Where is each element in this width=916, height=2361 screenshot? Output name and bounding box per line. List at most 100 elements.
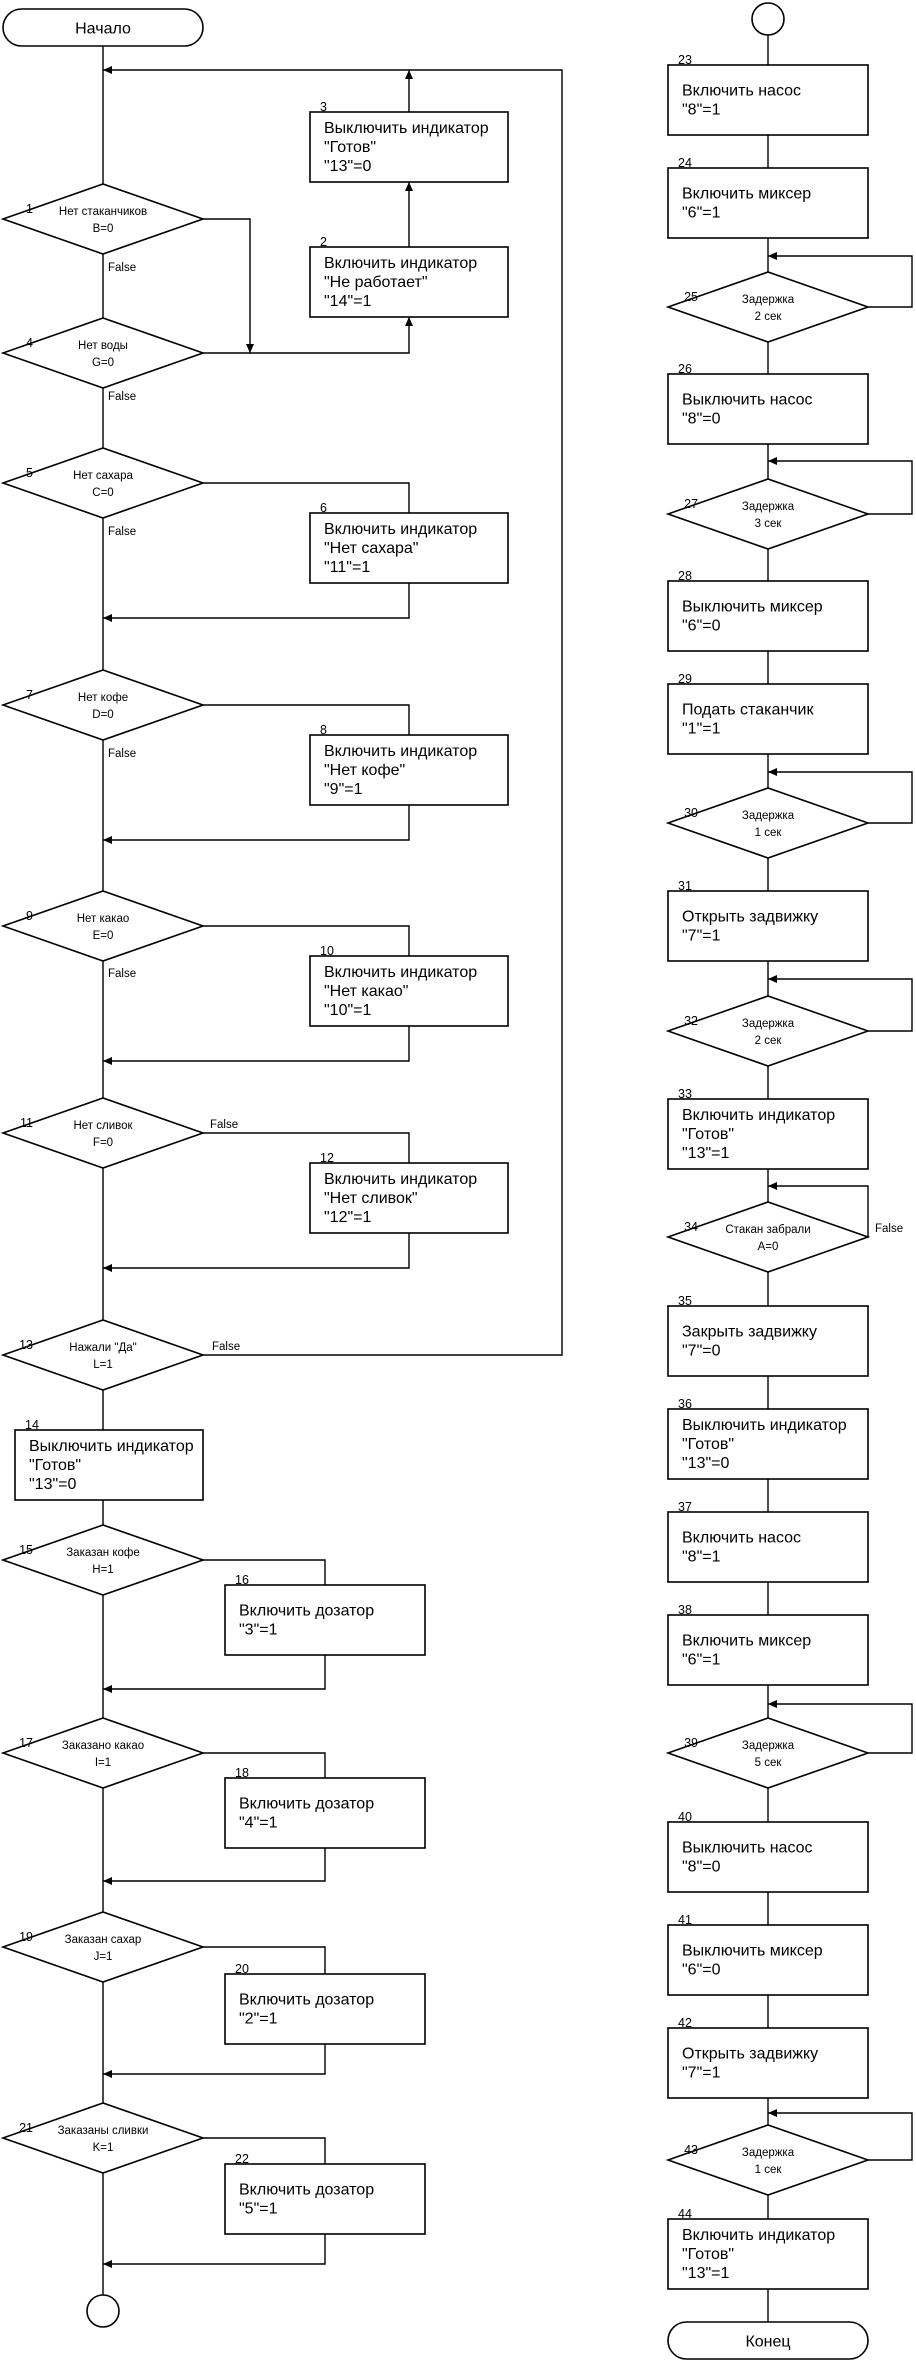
false-label-5: False <box>108 526 136 538</box>
terminal-end-label: Конец <box>745 2334 790 2351</box>
process-box-29 <box>667 683 869 755</box>
terminal-start-label: Начало <box>75 21 131 38</box>
node-number-9: 9 <box>26 909 33 923</box>
false-label-1: False <box>108 262 136 274</box>
node-36-text-line-2: "Готов" <box>682 1436 734 1453</box>
process-box-3 <box>309 111 509 183</box>
node-14-text-line-1: Выключить индикатор <box>29 1438 194 1455</box>
node-8-text-line-3: "9"=1 <box>324 781 363 798</box>
node-number-24: 24 <box>678 156 692 170</box>
node-number-7: 7 <box>26 688 33 702</box>
node-44-text-line-2: "Готов" <box>682 2246 734 2263</box>
node-number-16: 16 <box>235 1573 249 1587</box>
node-27-text-line-2: 3 сек <box>755 518 783 530</box>
process-box-40 <box>667 1821 869 1893</box>
node-35-text-line-1: Закрыть задвижку <box>682 1324 817 1341</box>
delay-loop-30 <box>768 768 913 824</box>
connector <box>203 1559 326 1585</box>
node-2-text-line-2: "Не работает" <box>324 274 428 291</box>
node-1-text-line-2: B=0 <box>93 223 114 235</box>
node-12-text-line-1: Включить индикатор <box>324 1171 477 1188</box>
decision-diamond-11 <box>0 1097 206 1169</box>
node-31-text-line-1: Открыть задвижку <box>682 909 818 926</box>
process-box-31 <box>667 890 869 962</box>
false-label-9: False <box>108 968 136 980</box>
process-box-2 <box>309 246 509 318</box>
connector <box>103 1026 410 1065</box>
retry-loop <box>103 66 563 1356</box>
node-23-text-line-2: "8"=1 <box>682 102 721 119</box>
node-16-text-line-2: "3"=1 <box>239 1622 278 1639</box>
node-12-text-line-3: "12"=1 <box>324 1209 372 1226</box>
node-26-text-line-2: "8"=0 <box>682 411 721 428</box>
node-40-text-line-1: Выключить насос <box>682 1840 813 1857</box>
delay-loop-27 <box>768 457 913 515</box>
process-box-16 <box>224 1584 426 1656</box>
connector <box>103 583 410 622</box>
node-19-text-line-2: J=1 <box>94 1951 113 1963</box>
process-box-41 <box>667 1924 869 1996</box>
process-box-12 <box>309 1162 509 1234</box>
node-number-10: 10 <box>320 944 334 958</box>
process-box-42 <box>667 2027 869 2099</box>
node-21-text-line-1: Заказаны сливки <box>58 2125 149 2137</box>
node-13-text-line-1: Нажали "Да" <box>69 1342 136 1354</box>
node-3-text-line-2: "Готов" <box>324 139 376 156</box>
node-18-text-line-2: "4"=1 <box>239 1815 278 1832</box>
node-number-42: 42 <box>678 2016 692 2030</box>
node-number-14: 14 <box>25 1418 39 1432</box>
connector <box>203 2137 326 2164</box>
connector <box>203 925 410 956</box>
node-number-29: 29 <box>678 672 692 686</box>
node-4-text-line-1: Нет воды <box>78 340 128 352</box>
node-number-22: 22 <box>235 2152 249 2166</box>
decision-diamond-1 <box>0 183 206 255</box>
node-11-text-line-1: Нет сливок <box>73 1120 133 1132</box>
node-4-text-line-2: G=0 <box>92 357 114 369</box>
node-number-18: 18 <box>235 1766 249 1780</box>
node-number-12: 12 <box>320 1151 334 1165</box>
decision-diamond-9 <box>0 890 206 962</box>
node-number-28: 28 <box>678 569 692 583</box>
node-28-text-line-2: "6"=0 <box>682 618 721 635</box>
node-35-text-line-2: "7"=0 <box>682 1343 721 1360</box>
delay-loop-39 <box>768 1700 913 1754</box>
node-39-text-line-2: 5 сек <box>755 1757 783 1769</box>
node-32-text-line-1: Задержка <box>742 1018 795 1030</box>
node-42-text-line-1: Открыть задвижку <box>682 2046 818 2063</box>
node-5-text-line-2: C=0 <box>92 487 113 499</box>
page-connector-top <box>751 2 785 36</box>
node-6-text-line-3: "11"=1 <box>324 559 370 576</box>
node-29-text-line-2: "1"=1 <box>682 721 721 738</box>
node-number-3: 3 <box>320 100 327 114</box>
node-34-text-line-2: A=0 <box>758 1241 779 1253</box>
process-box-18 <box>224 1777 426 1849</box>
process-box-37 <box>667 1511 869 1583</box>
node-21-text-line-2: K=1 <box>93 2142 114 2154</box>
process-box-36 <box>667 1408 869 1480</box>
node-16-text-line-1: Включить дозатор <box>239 1603 374 1620</box>
connector <box>203 1946 326 1974</box>
node-25-text-line-2: 2 сек <box>755 311 783 323</box>
node-2-text-line-3: "14"=1 <box>324 293 372 310</box>
false-label-13: False <box>212 1341 240 1353</box>
node-number-32: 32 <box>684 1014 698 1028</box>
node-number-19: 19 <box>19 1930 33 1944</box>
decision-diamond-43 <box>665 2124 871 2196</box>
connector <box>203 317 413 354</box>
node-10-text-line-1: Включить индикатор <box>324 964 477 981</box>
process-box-35 <box>667 1305 869 1377</box>
process-box-24 <box>667 167 869 239</box>
node-10-text-line-3: "10"=1 <box>324 1002 372 1019</box>
node-number-20: 20 <box>235 1962 249 1976</box>
decision-diamond-15 <box>0 1524 206 1596</box>
node-number-33: 33 <box>678 1087 692 1101</box>
node-number-34: 34 <box>684 1220 698 1234</box>
process-box-20 <box>224 1973 426 2045</box>
connector <box>203 218 254 353</box>
node-number-38: 38 <box>678 1603 692 1617</box>
delay-loop-32 <box>768 975 913 1032</box>
connector <box>103 1233 410 1272</box>
node-14-text-line-2: "Готов" <box>29 1457 81 1474</box>
node-number-23: 23 <box>678 53 692 67</box>
